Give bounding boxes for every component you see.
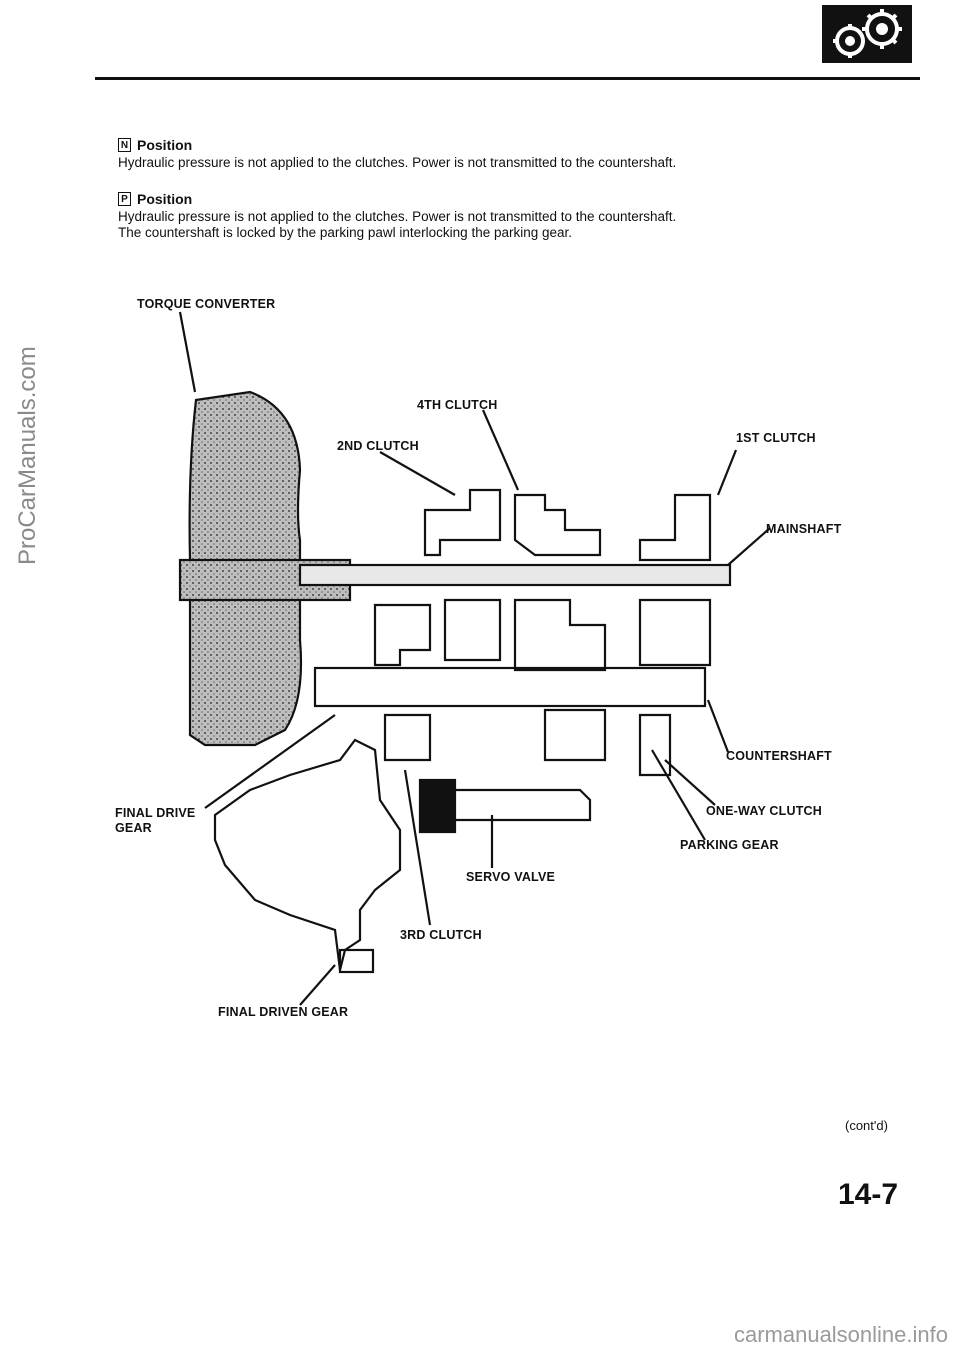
counter-gear-b	[543, 708, 607, 762]
page-number: 14-7	[838, 1178, 899, 1211]
lower-clutch-a	[373, 603, 432, 667]
countershaft-shape	[313, 666, 707, 708]
label-final-drive-gear-line1: FINAL DRIVE	[115, 806, 196, 820]
n-key-icon: N	[118, 138, 131, 152]
label-final-drive-gear-line2: GEAR	[115, 821, 152, 835]
section-badge	[822, 5, 912, 63]
lower-clutch-d	[638, 598, 712, 667]
final-driven-gear-shape	[338, 948, 375, 974]
p-position-heading: P Position	[118, 191, 192, 207]
continued-note: (cont'd)	[845, 1118, 888, 1133]
bottom-watermark: carmanualsonline.info	[733, 1322, 948, 1347]
label-4th-clutch: 4TH CLUTCH	[417, 398, 498, 412]
label-final-driven-gear: FINAL DRIVEN GEAR	[218, 1005, 349, 1019]
header-rule	[95, 77, 920, 80]
servo-valve-body	[455, 788, 592, 822]
clutch-2nd-shape	[423, 488, 502, 557]
side-watermark: ProCarManuals.com	[14, 346, 41, 565]
n-position-heading: N Position	[118, 137, 192, 153]
clutch-1st-shape	[638, 493, 712, 562]
lower-clutch-b	[443, 598, 502, 662]
p-position-text-2: The countershaft is locked by the parkin…	[118, 225, 573, 240]
counter-gear-a	[383, 713, 432, 762]
gear-icon	[833, 9, 902, 58]
label-1st-clutch: 1ST CLUTCH	[736, 431, 816, 445]
p-key-icon: P	[118, 192, 131, 206]
label-parking-gear: PARKING GEAR	[680, 838, 779, 852]
n-position-text: Hydraulic pressure is not applied to the…	[118, 155, 677, 170]
final-drive-housing	[213, 738, 402, 971]
lower-clutch-c	[513, 598, 607, 672]
mainshaft-shape	[298, 563, 732, 587]
p-position-text-1: Hydraulic pressure is not applied to the…	[118, 209, 677, 224]
label-3rd-clutch: 3RD CLUTCH	[400, 928, 482, 942]
label-one-way-clutch: ONE-WAY CLUTCH	[706, 804, 823, 818]
label-mainshaft: MAINSHAFT	[766, 522, 842, 536]
label-servo-valve: SERVO VALVE	[466, 870, 556, 884]
servo-valve-shape	[418, 778, 457, 834]
counter-gear-c	[638, 713, 672, 777]
label-2nd-clutch: 2ND CLUTCH	[337, 439, 419, 453]
label-countershaft: COUNTERSHAFT	[726, 749, 832, 763]
label-torque-converter: TORQUE CONVERTER	[137, 297, 276, 311]
clutch-4th-shape	[513, 493, 602, 557]
